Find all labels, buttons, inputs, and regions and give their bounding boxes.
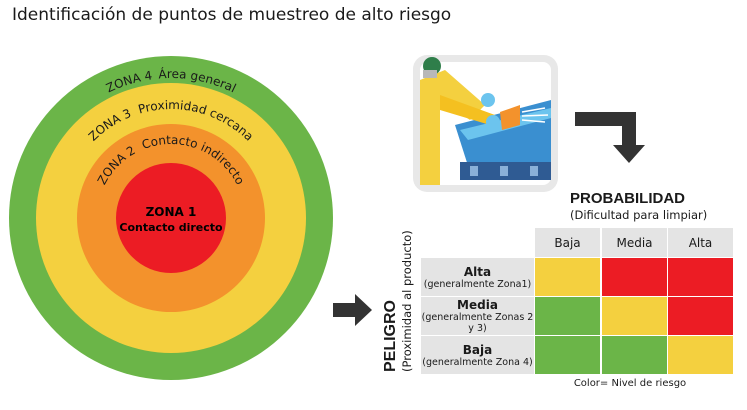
row-label-main: Media [457, 298, 498, 312]
hazard-axis-title: PELIGRO (Proximidad al producto) [382, 230, 414, 372]
risk-cell-red [668, 258, 733, 296]
risk-cell-red [602, 258, 667, 296]
risk-cell-green [602, 336, 667, 374]
risk-cell-red [668, 297, 733, 335]
zone-1-desc: Contacto directo [119, 221, 223, 234]
arrow-right-icon [333, 294, 372, 326]
hazard-title: PELIGRO [382, 299, 399, 372]
hazard-subtitle: (Proximidad al producto) [400, 230, 414, 372]
row-label-main: Alta [463, 264, 492, 279]
risk-cell-yellow [668, 336, 733, 374]
risk-cell-green [535, 297, 600, 335]
row-label: Media(generalmente Zonas 2 y 3) [421, 297, 534, 335]
row-label: Alta(generalmente Zona1) [421, 258, 534, 296]
probability-subtitle: (Dificultad para limpiar) [570, 208, 708, 222]
cleaning-worker-illustration [413, 55, 558, 192]
probability-title: PROBABILIDAD [570, 190, 685, 207]
zone-1-circle [116, 163, 226, 273]
page-title: Identificación de puntos de muestreo de … [12, 5, 452, 25]
zone-1-label: ZONA 1 [146, 205, 197, 219]
row-label-sub: (generalmente Zona1) [423, 278, 532, 290]
risk-cell-green [535, 336, 600, 374]
column-header: Media [602, 228, 667, 257]
row-label-sub: (generalmente Zonas 2 y 3) [421, 312, 534, 334]
matrix-footer: Color= Nivel de riesgo [573, 378, 687, 389]
row-label: Baja(generalmente Zona 4) [421, 336, 534, 374]
row-label-sub: (generalmente Zona 4) [422, 356, 533, 368]
risk-cell-yellow [602, 297, 667, 335]
bent-arrow-icon [575, 112, 645, 163]
row-label-main: Baja [462, 342, 493, 357]
column-header: Baja [535, 228, 600, 257]
risk-cell-yellow [535, 258, 600, 296]
column-header: Alta [668, 228, 733, 257]
